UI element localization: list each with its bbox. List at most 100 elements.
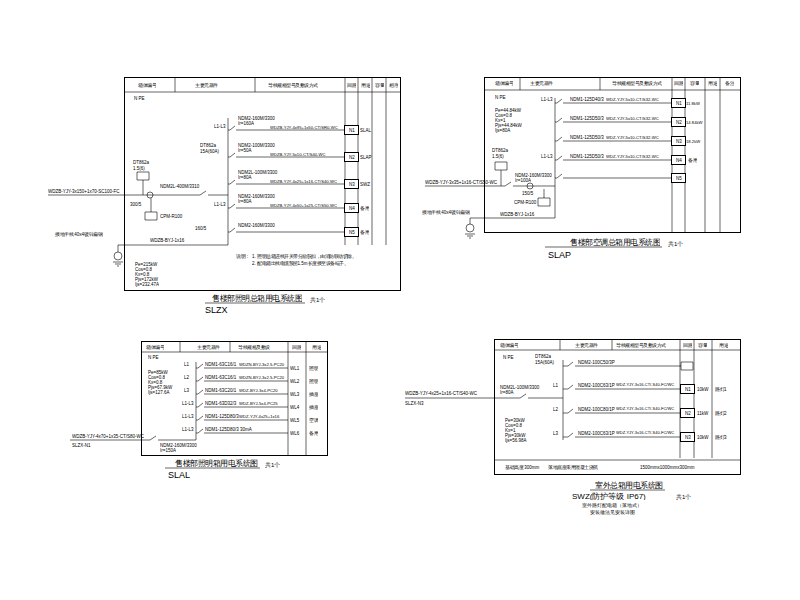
- annotation-text: L3: [553, 431, 558, 436]
- annotation-text: NDM2-160M/3300: [238, 223, 275, 228]
- annotation-text: WL5: [290, 418, 299, 423]
- annotation-text: SLZX-N3: [405, 401, 424, 406]
- annotation-text: WDZB-YJY-4x95+1x50-CT/SR0-WC: [270, 125, 338, 129]
- annotation-text: L1-L3: [182, 401, 194, 406]
- annotation-text: L1-L3: [182, 414, 194, 419]
- annotation-text: 接地干线 40x4镀锌扁钢: [422, 210, 469, 215]
- panel-note: 共1个: [676, 494, 691, 500]
- annotation-text: L1-L3: [182, 427, 194, 432]
- annotation-text: WDZ-YJY-3x16-CT/-S40-FC/WC: [616, 431, 674, 435]
- circuit-number: N1: [676, 101, 682, 106]
- circuit-number-cell: N3: [345, 180, 358, 188]
- annotation-text: L2: [553, 407, 558, 412]
- annotation-text: Ir=160A: [238, 121, 254, 126]
- annotation-text: 15A(60A): [200, 149, 219, 154]
- panel-note: 安装做法见安装详图: [590, 510, 635, 515]
- annotation-text: 150/5: [522, 191, 533, 196]
- annotation-text: WDZB-YJY-4x70+1x35-CT/S80-WC: [72, 434, 144, 439]
- annotation-text: 照明: [309, 379, 318, 384]
- circuit-number-cell: N2: [345, 153, 358, 161]
- circuit-number: N3: [676, 139, 682, 144]
- annotation-text: NDM1-63D32/3: [205, 401, 236, 406]
- annotation-text: 备用: [688, 158, 697, 163]
- annotation-text: L1-L3: [541, 97, 553, 102]
- annotation-text: 回路: [674, 81, 683, 86]
- annotation-text: WDZN-BYJ-3x2.5-PC20: [239, 375, 284, 379]
- annotation-text: 10kW: [697, 387, 709, 392]
- annotation-text: 容量: [690, 81, 699, 86]
- annotation-text: 18.2kW: [686, 139, 700, 143]
- annotation-text: 箱体编号: [500, 343, 518, 348]
- annotation-text: Ijs=127.6A: [148, 390, 169, 395]
- annotation-text: 主要元器件: [197, 345, 220, 350]
- annotation-text: 备用: [360, 230, 369, 235]
- circuit-number-cell: N3: [681, 433, 694, 441]
- annotation-text: Ijs=56.98A: [505, 438, 526, 443]
- annotation-text: L1-L3: [214, 124, 226, 129]
- circuit-number: N2: [676, 120, 682, 125]
- annotation-text: L1: [184, 362, 189, 367]
- circuit-number: N4: [676, 158, 682, 163]
- annotation-text: 主要元器件: [575, 343, 598, 348]
- annotation-text: 用途: [361, 83, 370, 88]
- annotation-text: WDZB-YJY-3x150+1x70-SC100-FC: [48, 189, 119, 194]
- annotation-text: DT862a: [200, 143, 216, 148]
- annotation-text: WDZ-BYJ-5x4-PC25: [239, 401, 278, 405]
- annotation-text: Pe=44.84kW: [495, 108, 521, 113]
- annotation-text: 11.8kW: [686, 101, 700, 105]
- annotation-text: WDZB-BYJ-1x16: [150, 238, 184, 243]
- annotation-text: Cos=0.8: [495, 113, 512, 118]
- annotation-text: 箱体编号: [495, 81, 513, 86]
- circuit-number: N5: [676, 176, 682, 181]
- annotation-text: Ijs=232.47A: [135, 282, 159, 287]
- annotation-text: WDZB-YJY-4x25+1x16-CT/S40-WC: [405, 391, 477, 396]
- annotation-text: 空调: [309, 418, 318, 423]
- annotation-text: SLZX-N1: [72, 443, 91, 448]
- annotation-text: WDZB-YJY-3x35+1x16-CT/S50-WC: [425, 180, 497, 185]
- circuit-number-cell: N1: [345, 126, 358, 134]
- diagram-title: 售楼部空调总箱用电系统图: [570, 238, 660, 246]
- annotation-text: WDZB-BYJ-1x16: [500, 212, 534, 217]
- annotation-text: WDZB-YJY-5x10-CT/S40-WC: [270, 152, 325, 156]
- annotation-text: NDM1-125D50/3: [570, 116, 604, 121]
- annotation-text: Cos=0.8: [505, 423, 522, 428]
- annotation-text: L2: [184, 375, 189, 380]
- annotation-text: WL3: [290, 392, 299, 397]
- panel-note: 共1个: [668, 241, 683, 247]
- circuit-number: N5: [349, 230, 355, 235]
- annotation-text: 15A(60A): [535, 360, 554, 365]
- annotation-text: NDM1-125D40/3: [570, 97, 604, 102]
- annotation-text: Pe=215kW: [135, 262, 157, 267]
- annotation-text: 容量: [698, 343, 707, 348]
- annotation-text: Kx=0.8: [135, 272, 149, 277]
- circuit-number: N3: [685, 435, 691, 440]
- annotation-text: 箱体编号: [138, 83, 156, 88]
- annotation-text: NDM1-125D50/3: [570, 135, 604, 140]
- annotation-text: L1-L3: [541, 154, 553, 159]
- annotation-text: Ir=80A: [238, 175, 251, 180]
- annotation-text: Kx=0.8: [148, 380, 162, 385]
- annotation-text: 接地干线 40x4镀锌扁钢: [55, 232, 102, 237]
- annotation-text: WDZ-YJY-3x16-CT/-S40-FC/WC: [616, 383, 674, 387]
- annotation-text: NDM2-100C63/1P: [578, 383, 615, 388]
- panel-wiring: [48, 78, 400, 303]
- annotation-text: Ir=80A: [238, 199, 251, 204]
- annotation-text: CPM-R100: [160, 214, 182, 219]
- annotation-text: DT862a: [535, 354, 551, 359]
- annotation-text: WDZ-YJY-5x10-CT/S32-WC: [606, 135, 659, 139]
- annotation-text: WDZB-YJY-4x50+1x25-CT/S50-WC: [270, 203, 337, 207]
- annotation-text: WDZ-YJY-5x10-CT/S32-WC: [606, 116, 659, 120]
- panel-wiring: [405, 340, 740, 490]
- panel-wiring: [425, 78, 740, 247]
- annotation-text: WDZ-YJY-4x25+1x16: [239, 414, 279, 418]
- annotation-text: 300/5: [130, 202, 141, 207]
- annotation-text: 回路: [347, 83, 356, 88]
- circuit-number: N3: [349, 182, 355, 187]
- annotation-text: L1: [553, 383, 558, 388]
- annotation-text: 备注: [725, 81, 734, 86]
- annotation-text: DT862a: [492, 148, 508, 153]
- panel-wiring: [70, 342, 327, 468]
- annotation-text: NDM2-160M/3300: [515, 173, 552, 178]
- annotation-text: 30mA: [240, 427, 252, 432]
